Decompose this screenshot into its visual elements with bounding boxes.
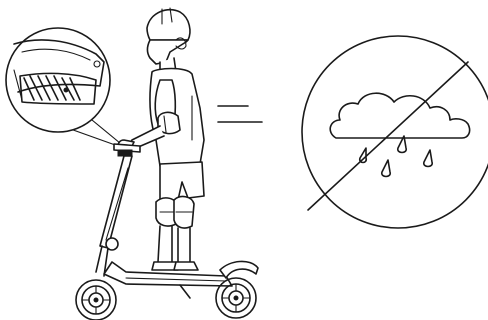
- motion-lines: [218, 106, 262, 122]
- cloud-icon: [330, 93, 469, 138]
- leg-front: [158, 226, 172, 262]
- helmet: [147, 10, 190, 40]
- leg-back: [178, 228, 190, 264]
- kickstand: [180, 285, 190, 298]
- rear-fender: [220, 261, 258, 278]
- shoe-back: [174, 262, 198, 270]
- headlight: [106, 238, 118, 250]
- front-wheel: [76, 280, 116, 320]
- shorts: [160, 162, 204, 200]
- handlebar-display: [118, 150, 132, 156]
- raindrop-icon: [424, 150, 432, 167]
- button-dot: [64, 88, 68, 92]
- no-rain-warning-icon: [302, 36, 488, 228]
- detail-callout: [6, 28, 126, 148]
- rear-wheel: [216, 278, 256, 318]
- raindrop-icon: [382, 160, 390, 177]
- rider: [118, 8, 204, 270]
